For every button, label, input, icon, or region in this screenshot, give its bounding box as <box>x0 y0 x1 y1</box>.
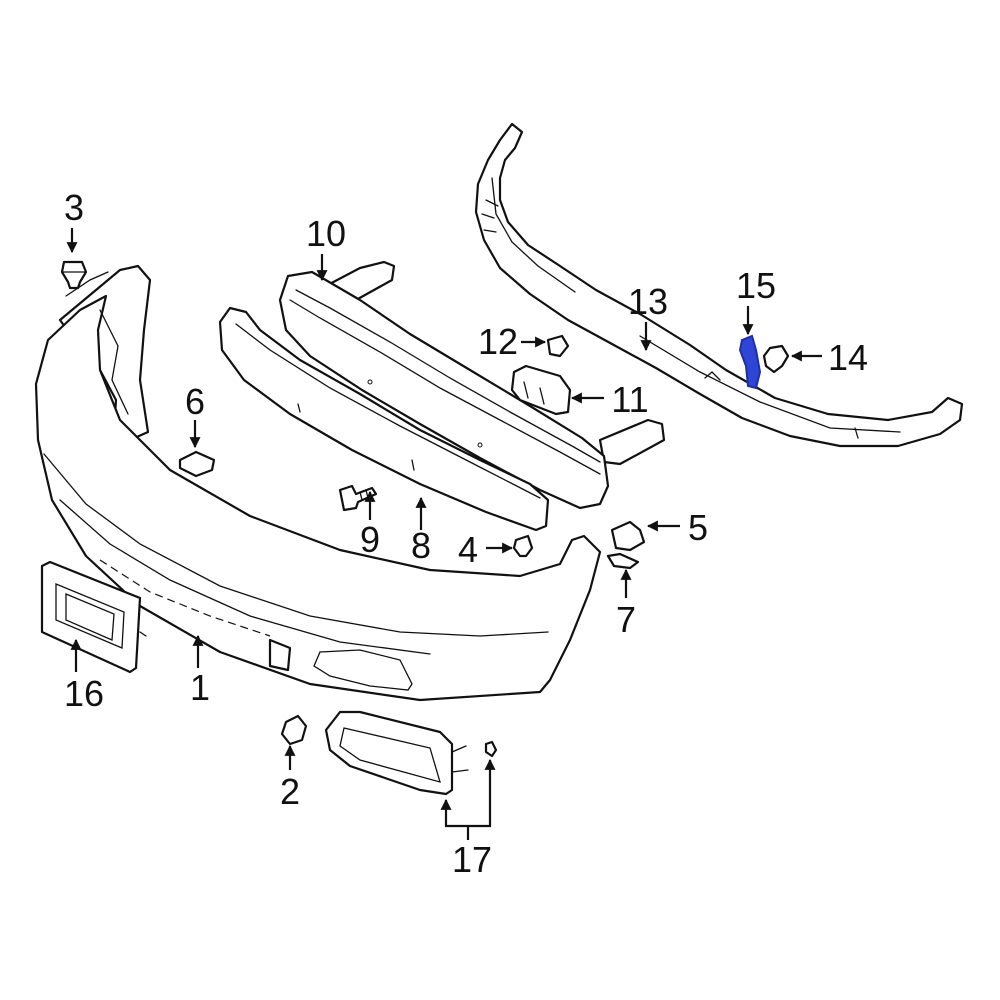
callout-7: 7 <box>616 599 636 640</box>
part-8-energy-absorber[interactable] <box>218 306 550 532</box>
callout-15: 15 <box>736 265 776 306</box>
part-17-fog-lamp-bezel[interactable] <box>324 710 498 796</box>
callout-17: 17 <box>452 839 492 880</box>
part-4-push-clip[interactable] <box>512 534 534 558</box>
part-10-reinforcement-bar[interactable] <box>278 260 666 510</box>
callout-13: 13 <box>628 281 668 322</box>
part-16-license-bracket[interactable] <box>40 560 147 674</box>
callout-16: 16 <box>64 673 104 714</box>
callout-4: 4 <box>458 529 478 570</box>
part-15-bumper-guide[interactable] <box>738 334 762 390</box>
callout-2: 2 <box>280 771 300 812</box>
callout-9: 9 <box>360 519 380 560</box>
callout-14: 14 <box>828 337 868 378</box>
part-3-push-clip[interactable] <box>60 260 88 290</box>
part-13-upper-reinforcement[interactable] <box>474 122 964 448</box>
callout-1: 1 <box>190 667 210 708</box>
callout-10: 10 <box>306 213 346 254</box>
callout-11: 11 <box>611 379 648 420</box>
part-1-bumper-cover[interactable] <box>34 264 602 702</box>
callout-labels: 1 2 3 4 5 6 7 8 9 10 11 12 13 14 15 16 1… <box>64 187 868 880</box>
callout-12: 12 <box>478 321 518 362</box>
callout-6: 6 <box>185 381 205 422</box>
callout-3: 3 <box>64 187 84 228</box>
callout-5: 5 <box>688 507 708 548</box>
part-7-bracket[interactable] <box>606 552 640 570</box>
part-2-push-clip[interactable] <box>280 714 308 746</box>
part-5-bracket[interactable] <box>610 520 646 552</box>
leader-lines <box>66 228 822 840</box>
part-14-push-clip[interactable] <box>762 344 790 374</box>
part-11-bracket[interactable] <box>510 364 572 416</box>
part-6-clip[interactable] <box>178 450 216 478</box>
part-12-push-clip[interactable] <box>546 334 570 358</box>
callout-8: 8 <box>411 525 431 566</box>
